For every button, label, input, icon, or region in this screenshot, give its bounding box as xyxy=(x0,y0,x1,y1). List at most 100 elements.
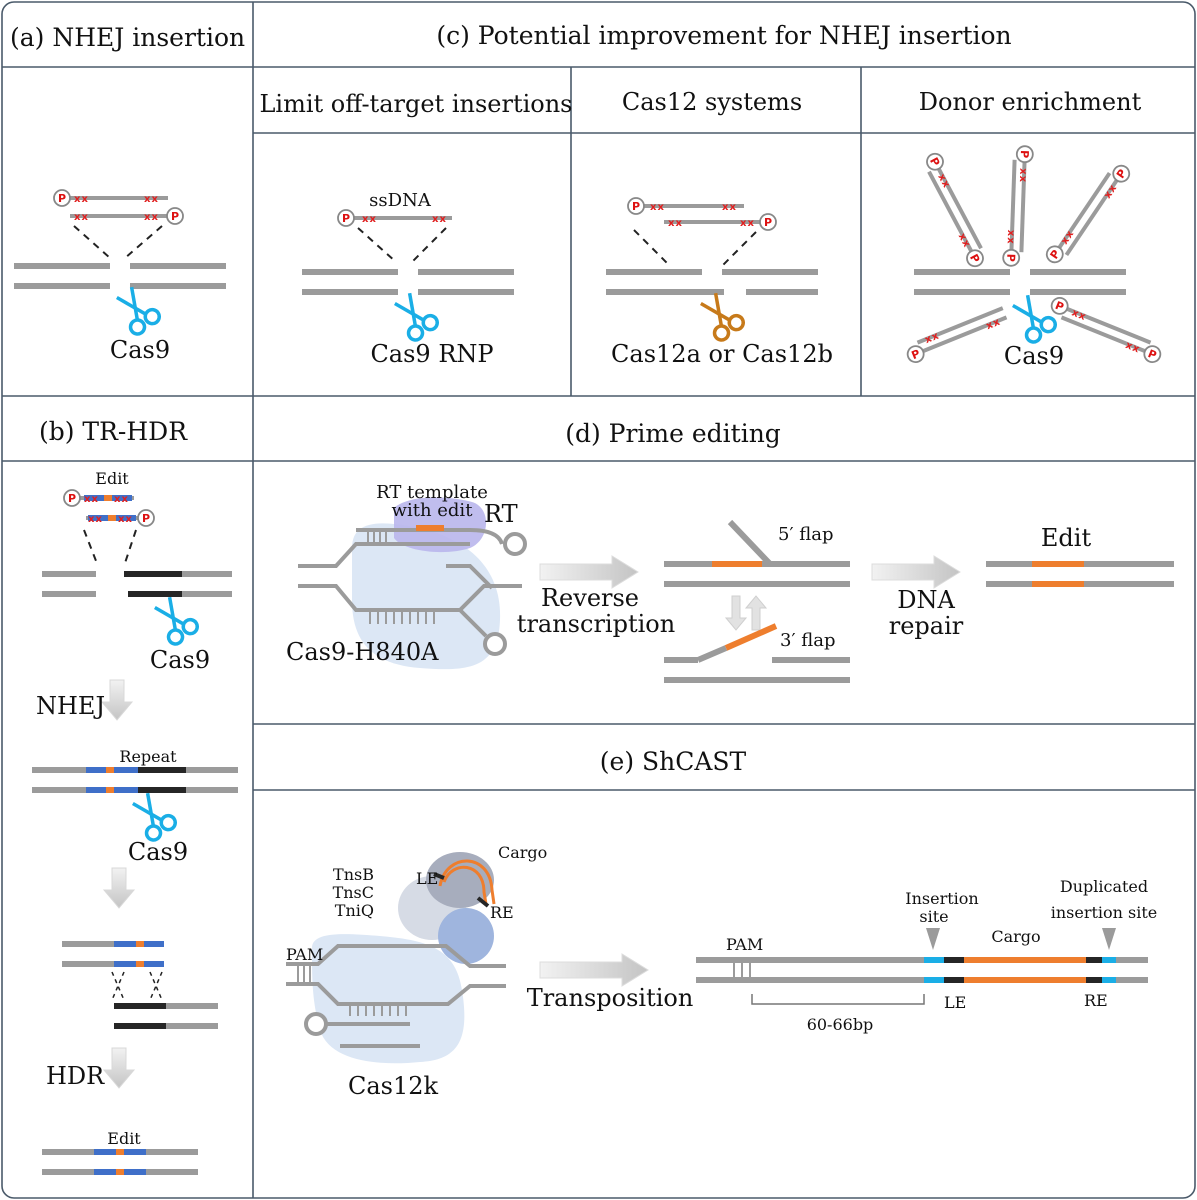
down-arrow-icon xyxy=(102,1047,136,1089)
cas12a-or-cas12b-label: Cas12a or Cas12b xyxy=(611,340,833,368)
flap5-label: 5′ flap xyxy=(778,524,834,545)
cargo-label: Cargo xyxy=(991,927,1040,946)
complex-le-label: LE xyxy=(416,869,438,888)
cas12-diagram: xx xx xx xx P P xyxy=(606,197,818,345)
distance-label: 60-66bp xyxy=(807,1015,874,1034)
svg-text:P: P xyxy=(68,492,76,505)
dna-label: DNA xyxy=(897,586,955,614)
duplicated-marker-icon xyxy=(1102,928,1116,950)
pam-right-label: PAM xyxy=(726,935,763,954)
svg-text:xx: xx xyxy=(118,514,133,525)
panel-b-title: (b) TR-HDR xyxy=(39,417,188,446)
transposition-label: Transposition xyxy=(527,984,694,1012)
edit-top-label: Edit xyxy=(95,469,129,488)
panel-b-repeat-diagram: Repeat xyxy=(32,747,238,845)
repeat-label: Repeat xyxy=(119,747,177,766)
svg-text:xx: xx xyxy=(74,212,89,223)
svg-text:xx: xx xyxy=(985,316,1003,332)
rt-template-label: RT template xyxy=(376,482,488,503)
svg-text:P: P xyxy=(342,212,350,225)
edit-bottom-label: Edit xyxy=(107,1129,141,1148)
transcription-label: transcription xyxy=(517,610,675,638)
svg-text:P: P xyxy=(58,192,66,205)
le-label: LE xyxy=(944,993,966,1012)
svg-text:xx: xx xyxy=(144,212,159,223)
edited-dna xyxy=(986,561,1174,587)
panel-a-cas9-label: Cas9 xyxy=(110,336,170,364)
insertion-marker-icon xyxy=(926,928,940,950)
panel-b-hdr-diagram xyxy=(62,941,218,1029)
scissors-icon xyxy=(1005,289,1060,347)
tnsc-label: TnsC xyxy=(333,883,374,902)
flap-intermediates xyxy=(664,519,850,683)
donor-enrichment-title: Donor enrichment xyxy=(919,88,1142,116)
panel-c-title: (c) Potential improvement for NHEJ inser… xyxy=(436,21,1011,50)
svg-text:xx: xx xyxy=(114,494,129,505)
svg-text:xx: xx xyxy=(74,194,89,205)
cas9-h840a-label: Cas9-H840A xyxy=(286,638,439,666)
right-arrow-icon xyxy=(539,555,639,589)
hdr-label: HDR xyxy=(46,1062,105,1090)
scissors-icon xyxy=(109,281,164,339)
shcast-complex xyxy=(286,852,506,1064)
svg-text:xx: xx xyxy=(1124,340,1142,356)
panel-a-diagram: xx xx xx xx P P xyxy=(14,189,226,339)
insertion-site-label: insertion site xyxy=(1051,903,1158,922)
prime-edit-label: Edit xyxy=(1041,524,1092,552)
svg-text:P: P xyxy=(1018,150,1031,159)
svg-text:xx: xx xyxy=(432,214,447,225)
tniq-label: TniQ xyxy=(335,901,374,920)
tr-hdr-cas9-mid-label: Cas9 xyxy=(128,838,188,866)
svg-text:xx: xx xyxy=(362,214,377,225)
limit-offtarget-title: Limit off-target insertions xyxy=(259,90,572,118)
complex-cargo-label: Cargo xyxy=(498,843,547,862)
panel-d-title: (d) Prime editing xyxy=(565,419,781,448)
svg-text:xx: xx xyxy=(1005,230,1017,245)
svg-text:xx: xx xyxy=(1017,168,1029,183)
reverse-label: Reverse xyxy=(541,584,639,612)
svg-text:xx: xx xyxy=(88,514,103,525)
ssdna-label: ssDNA xyxy=(369,190,432,211)
site-label: site xyxy=(919,907,948,926)
donor-enrichment-diagram: xx xx P P xx xx P P xx xx P P xyxy=(906,145,1162,364)
nhej-label: NHEJ xyxy=(36,692,105,720)
rt-label: RT xyxy=(484,500,518,528)
duplicated-label: Duplicated xyxy=(1060,877,1148,896)
tnsb-label: TnsB xyxy=(333,865,374,884)
down-arrow-icon xyxy=(100,679,134,721)
pam-left-label: PAM xyxy=(286,945,323,964)
scissors-icon xyxy=(693,287,748,345)
insertion-label: Insertion xyxy=(905,889,978,908)
complex-re-label: RE xyxy=(490,903,514,922)
right-arrow-icon xyxy=(539,953,649,987)
svg-text:xx: xx xyxy=(84,494,99,505)
svg-text:xx: xx xyxy=(1070,307,1088,323)
svg-text:xx: xx xyxy=(740,218,755,229)
svg-text:P: P xyxy=(142,512,150,525)
re-label: RE xyxy=(1084,991,1108,1010)
svg-text:P: P xyxy=(1004,254,1017,263)
panel-a-title: (a) NHEJ insertion xyxy=(10,23,245,52)
svg-text:P: P xyxy=(632,200,640,213)
svg-text:xx: xx xyxy=(650,202,665,213)
svg-text:P: P xyxy=(171,210,179,223)
with-edit-label: with edit xyxy=(392,500,474,521)
donor-cas9-label: Cas9 xyxy=(1004,342,1064,370)
svg-text:P: P xyxy=(764,216,772,229)
scissors-icon xyxy=(147,591,202,649)
panel-b-diagram: Edit xx xx xx xx P P xyxy=(42,469,232,649)
transposition-product xyxy=(696,928,1148,1005)
limit-offtarget-diagram: ssDNA xx xx P xyxy=(302,190,514,345)
cas12-systems-title: Cas12 systems xyxy=(622,88,802,116)
svg-text:xx: xx xyxy=(144,194,159,205)
down-arrow-icon xyxy=(102,867,136,909)
prime-editing-complex xyxy=(298,497,527,670)
scissors-icon xyxy=(125,787,180,845)
scissors-icon xyxy=(387,287,442,345)
panel-b-edit-result: Edit xyxy=(42,1129,198,1175)
flap3-label: 3′ flap xyxy=(780,630,836,651)
repair-label: repair xyxy=(889,612,964,640)
svg-text:xx: xx xyxy=(923,330,941,346)
